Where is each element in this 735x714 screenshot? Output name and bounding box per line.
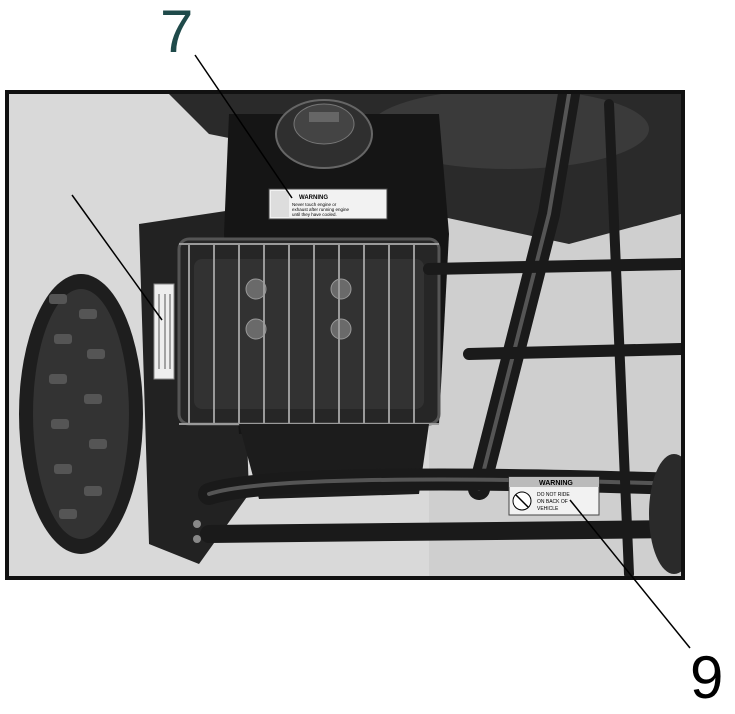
air-filter (177, 237, 441, 426)
engine-photo: WARNING Never touch engine or exhaust af… (9, 94, 681, 576)
ride-warning-line-3: VEHICLE (537, 506, 559, 512)
callout-7: 7 (160, 0, 194, 65)
engine-warning-label: WARNING Never touch engine or exhaust af… (268, 188, 388, 220)
engine-warning-line-1: Never touch engine or (292, 202, 337, 207)
ride-warning-header: WARNING (539, 480, 573, 487)
engine-warning-line-2: exhaust after running engine (292, 207, 350, 212)
photo-frame: WARNING Never touch engine or exhaust af… (5, 90, 685, 580)
engine-warning-line-3: until they have cooled. (292, 212, 337, 217)
ride-warning-line-2: ON BACK OF (537, 499, 568, 505)
ride-warning-line-1: DO NOT RIDE (537, 492, 570, 498)
ride-warning-label: WARNING DO NOT RIDE ON BACK OF VEHICLE (508, 476, 600, 516)
tire (19, 274, 143, 554)
engine-warning-header: WARNING (299, 195, 328, 201)
callout-9: 9 (690, 644, 724, 711)
